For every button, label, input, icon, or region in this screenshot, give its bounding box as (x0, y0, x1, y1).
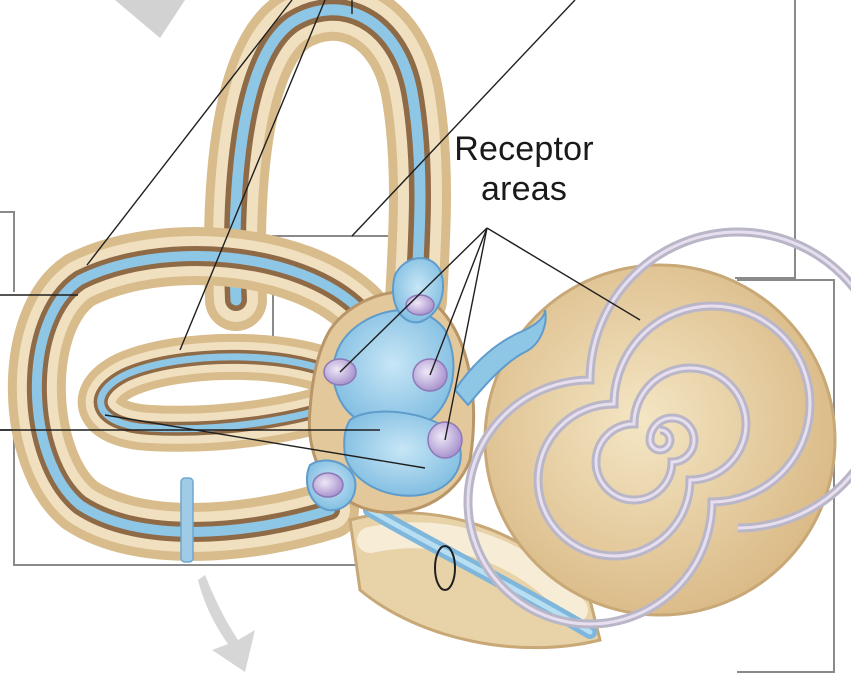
receptor-label-line1: Receptor (454, 130, 594, 168)
receptor-label-line2: areas (481, 170, 567, 208)
bottom-arrow-shape (198, 575, 255, 672)
left-bracket-upper (0, 212, 14, 292)
receptor-ampulla-anterior (406, 295, 434, 315)
canal-band (181, 478, 193, 562)
receptor-ampulla-posterior (313, 473, 343, 497)
top-arrow-shape (115, 0, 185, 38)
receptor-areas-label: Receptor areas (454, 130, 594, 208)
